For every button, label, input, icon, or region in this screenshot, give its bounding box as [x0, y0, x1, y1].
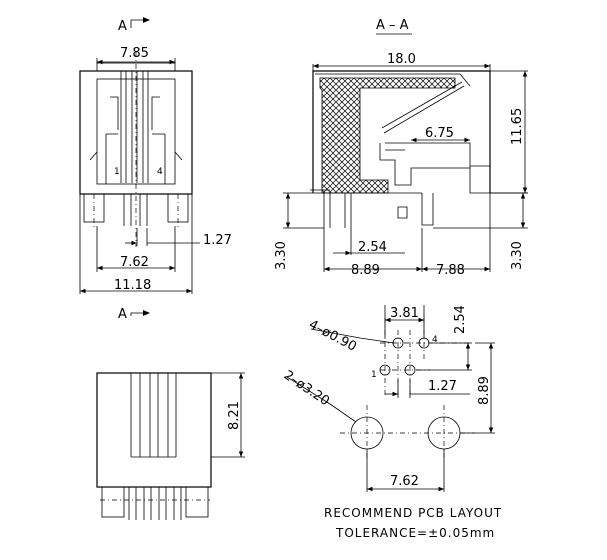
dim-side-depth: 18.0 [387, 52, 416, 67]
dim-bottom-height: 8.21 [227, 401, 242, 430]
section-marker-bottom: A [118, 307, 150, 322]
dim-pcb-pitch-y: 2.54 [453, 305, 468, 334]
dim-pcb-post-holes: 2–ø3.20 [281, 368, 332, 409]
front-view: 1 4 7.85 1.27 7.62 11.18 [79, 46, 232, 294]
section-marker-top: A [118, 17, 150, 34]
dim-pcb-post-to-pins: 8.89 [477, 376, 492, 405]
dim-side-left-leg: 3.30 [274, 241, 289, 270]
front-pin-4-label: 4 [157, 167, 163, 177]
dim-side-right-leg: 3.30 [510, 241, 525, 270]
bottom-view: 8.21 [96, 372, 245, 520]
front-pin-1-label: 1 [114, 167, 120, 177]
pcb-hole-2 [404, 364, 416, 376]
dim-front-pin-span: 7.62 [120, 255, 149, 270]
dim-front-width-top: 7.85 [120, 46, 149, 61]
note-tolerance: TOLERANCE=±0.05mm [335, 526, 495, 540]
pcb-pin-1-label: 1 [371, 370, 377, 380]
dim-side-pin-row-gap: 2.54 [358, 240, 387, 255]
pcb-layout: 4 1 3.81 2.54 4–ø0.90 1.27 8.89 2–ø3.20 … [281, 305, 495, 492]
pcb-pin-4-label: 4 [432, 335, 438, 345]
dim-pcb-post-spacing: 7.62 [390, 474, 419, 489]
pcb-hole-1 [379, 364, 391, 376]
dim-side-post-to-front: 7.88 [436, 263, 465, 278]
dim-front-overall-width: 11.18 [114, 278, 151, 293]
dim-side-height: 11.65 [510, 108, 525, 145]
dim-side-pin-to-post: 8.89 [351, 263, 380, 278]
dim-side-latch: 6.75 [425, 126, 454, 141]
section-letter-top: A [118, 19, 127, 34]
dim-pcb-pitch-x: 3.81 [390, 306, 419, 321]
section-title: A – A [376, 18, 409, 33]
note-title: RECOMMEND PCB LAYOUT [324, 506, 502, 520]
section-letter-bottom: A [118, 307, 127, 322]
dim-pcb-offset: 1.27 [428, 379, 457, 394]
dim-front-pin-pitch: 1.27 [203, 233, 232, 248]
side-view: A – A 18.0 11.65 6.75 2.54 8.89 [274, 18, 528, 278]
